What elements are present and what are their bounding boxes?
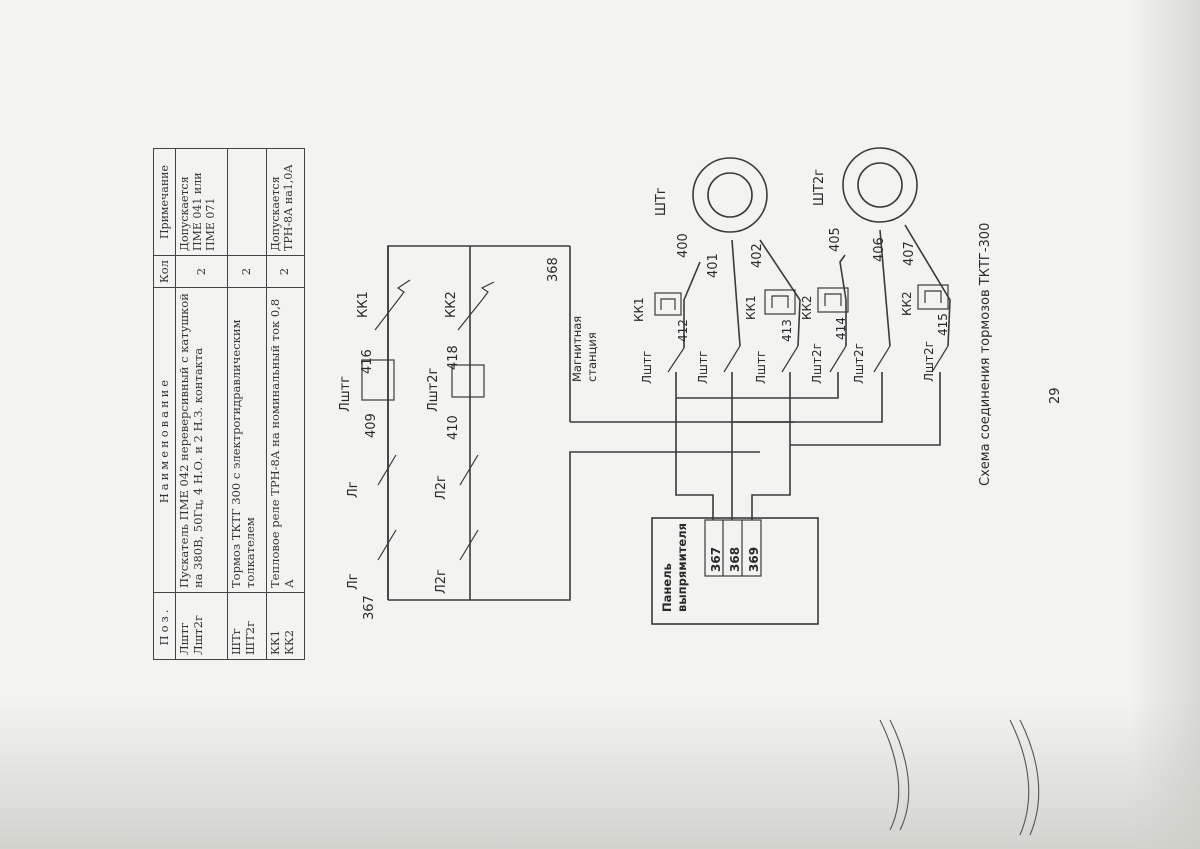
thermal-relay-kk1-a-symbol	[660, 298, 676, 310]
label-lsht2g-coil: Лшт2г	[426, 367, 441, 412]
thermal-relay-kk2-a	[817, 287, 849, 313]
wire-label-405: 405	[828, 227, 843, 252]
contact-lg-2	[377, 454, 397, 486]
label-magnetic-station: Магнитная станция	[570, 315, 599, 382]
label-l2g-1: Л2г	[434, 569, 449, 594]
label-lsht2g-contact-3: Лшт2г	[922, 341, 936, 382]
label-lg-1: Лг	[346, 573, 361, 590]
wire-label-406: 406	[872, 237, 887, 262]
contact-lg-1	[377, 529, 397, 561]
contact-lsht2g-1	[829, 345, 847, 373]
binding-ring-2b	[1019, 719, 1040, 836]
page-shadow-right	[1130, 0, 1200, 849]
wire-label-416: 416	[360, 349, 375, 374]
contact-kk2-thermal	[480, 281, 495, 301]
wire-402	[759, 239, 801, 347]
wire-label-401: 401	[706, 253, 721, 278]
binding-ring-1	[879, 719, 900, 831]
figure-caption: Схема соединения тормозов ТКТГ-300	[978, 222, 993, 486]
wire-369-to-l	[751, 372, 791, 520]
label-kk1-relay-a: КК1	[632, 297, 646, 322]
wire-label-407: 407	[902, 241, 917, 266]
wire-406	[879, 229, 891, 347]
wire-label-368: 368	[546, 257, 561, 282]
thermal-relay-kk1-b-symbol	[771, 295, 789, 308]
wire-367-return	[388, 451, 760, 601]
label-lshtg-coil: Лштг	[338, 375, 353, 412]
contact-lshtg-3	[781, 345, 799, 373]
brake-shtg-inner	[707, 172, 753, 218]
wire-400	[683, 261, 701, 348]
wire-label-413: 413	[780, 319, 794, 342]
contact-lsht2g-2	[873, 345, 891, 373]
terminal-block	[704, 519, 762, 577]
contact-l2g-1	[459, 529, 479, 561]
label-lg-2: Лг	[346, 481, 361, 498]
contact-lshtg-2	[723, 345, 741, 373]
page-shadow-bottom	[0, 700, 1200, 849]
contact-kk1-thermal	[396, 279, 411, 301]
contact-lshtg-1	[667, 347, 685, 373]
label-lshtg-contact-3: Лштг	[754, 350, 768, 384]
label-lsht2g-contact-1: Лшт2г	[810, 343, 824, 384]
wire-to-lsht2g-3	[790, 372, 941, 446]
thermal-relay-kk2-b-symbol	[924, 290, 942, 303]
wire-label-400: 400	[676, 233, 691, 258]
rectifier-panel	[651, 517, 819, 625]
label-kk1-relay-b: КК1	[744, 295, 758, 320]
label-shtg-brake: ШТг	[654, 187, 669, 216]
label-sht2g-brake: ШТ2г	[812, 169, 827, 206]
wire-label-402: 402	[750, 243, 765, 268]
contact-l2g-2	[459, 454, 479, 486]
wire-401	[731, 239, 741, 347]
wire-label-409: 409	[364, 413, 379, 438]
label-rectifier-panel: Панель выпрямителя	[660, 523, 689, 612]
contact-kk1-nc	[374, 299, 399, 331]
wire-label-367: 367	[362, 595, 377, 620]
wire-label-414: 414	[834, 317, 848, 340]
label-kk2-relay-a: КК2	[800, 295, 814, 320]
thermal-relay-kk2-a-symbol	[824, 293, 842, 306]
wire-407	[904, 224, 951, 347]
label-kk2-relay-b: КК2	[900, 291, 914, 316]
contact-lsht2g-3	[931, 345, 949, 373]
coil-lshtg	[361, 359, 395, 401]
wire-to-lsht2g-1	[676, 372, 839, 399]
wire-label-415: 415	[936, 313, 950, 336]
binding-ring-1b	[889, 719, 910, 831]
contact-kk2-nc	[457, 299, 483, 331]
binding-ring-2	[1009, 719, 1030, 836]
brake-sht2g-outer	[842, 147, 918, 223]
wire-label-418: 418	[446, 345, 461, 370]
thermal-relay-kk2-b	[917, 284, 949, 310]
wire-405	[839, 254, 847, 346]
label-lshtg-contact-2: Лштг	[696, 350, 710, 384]
label-lshtg-contact-1: Лштг	[640, 350, 654, 384]
wire-label-412: 412	[676, 319, 690, 342]
brake-sht2g-inner	[857, 162, 903, 208]
label-kk2-coil: КК2	[444, 291, 459, 318]
panel-terminal-369: 369	[747, 546, 761, 572]
label-lsht2g-contact-2: Лшт2г	[852, 343, 866, 384]
label-l2g-2: Л2г	[434, 475, 449, 500]
thermal-relay-kk1-b	[764, 289, 796, 315]
panel-terminal-368: 368	[728, 546, 742, 572]
thermal-relay-kk1-a	[654, 292, 682, 316]
wire-left-bus	[387, 245, 570, 600]
wire-367-to-l	[675, 372, 714, 520]
label-kk1-coil: КК1	[356, 291, 371, 318]
panel-terminal-367: 367	[709, 546, 723, 572]
coil-lsht2g	[451, 364, 485, 398]
page-number: 29	[1048, 387, 1063, 404]
wire-to-lsht2g-2	[732, 372, 883, 423]
brake-shtg-outer	[692, 157, 768, 233]
wire-label-410: 410	[446, 415, 461, 440]
